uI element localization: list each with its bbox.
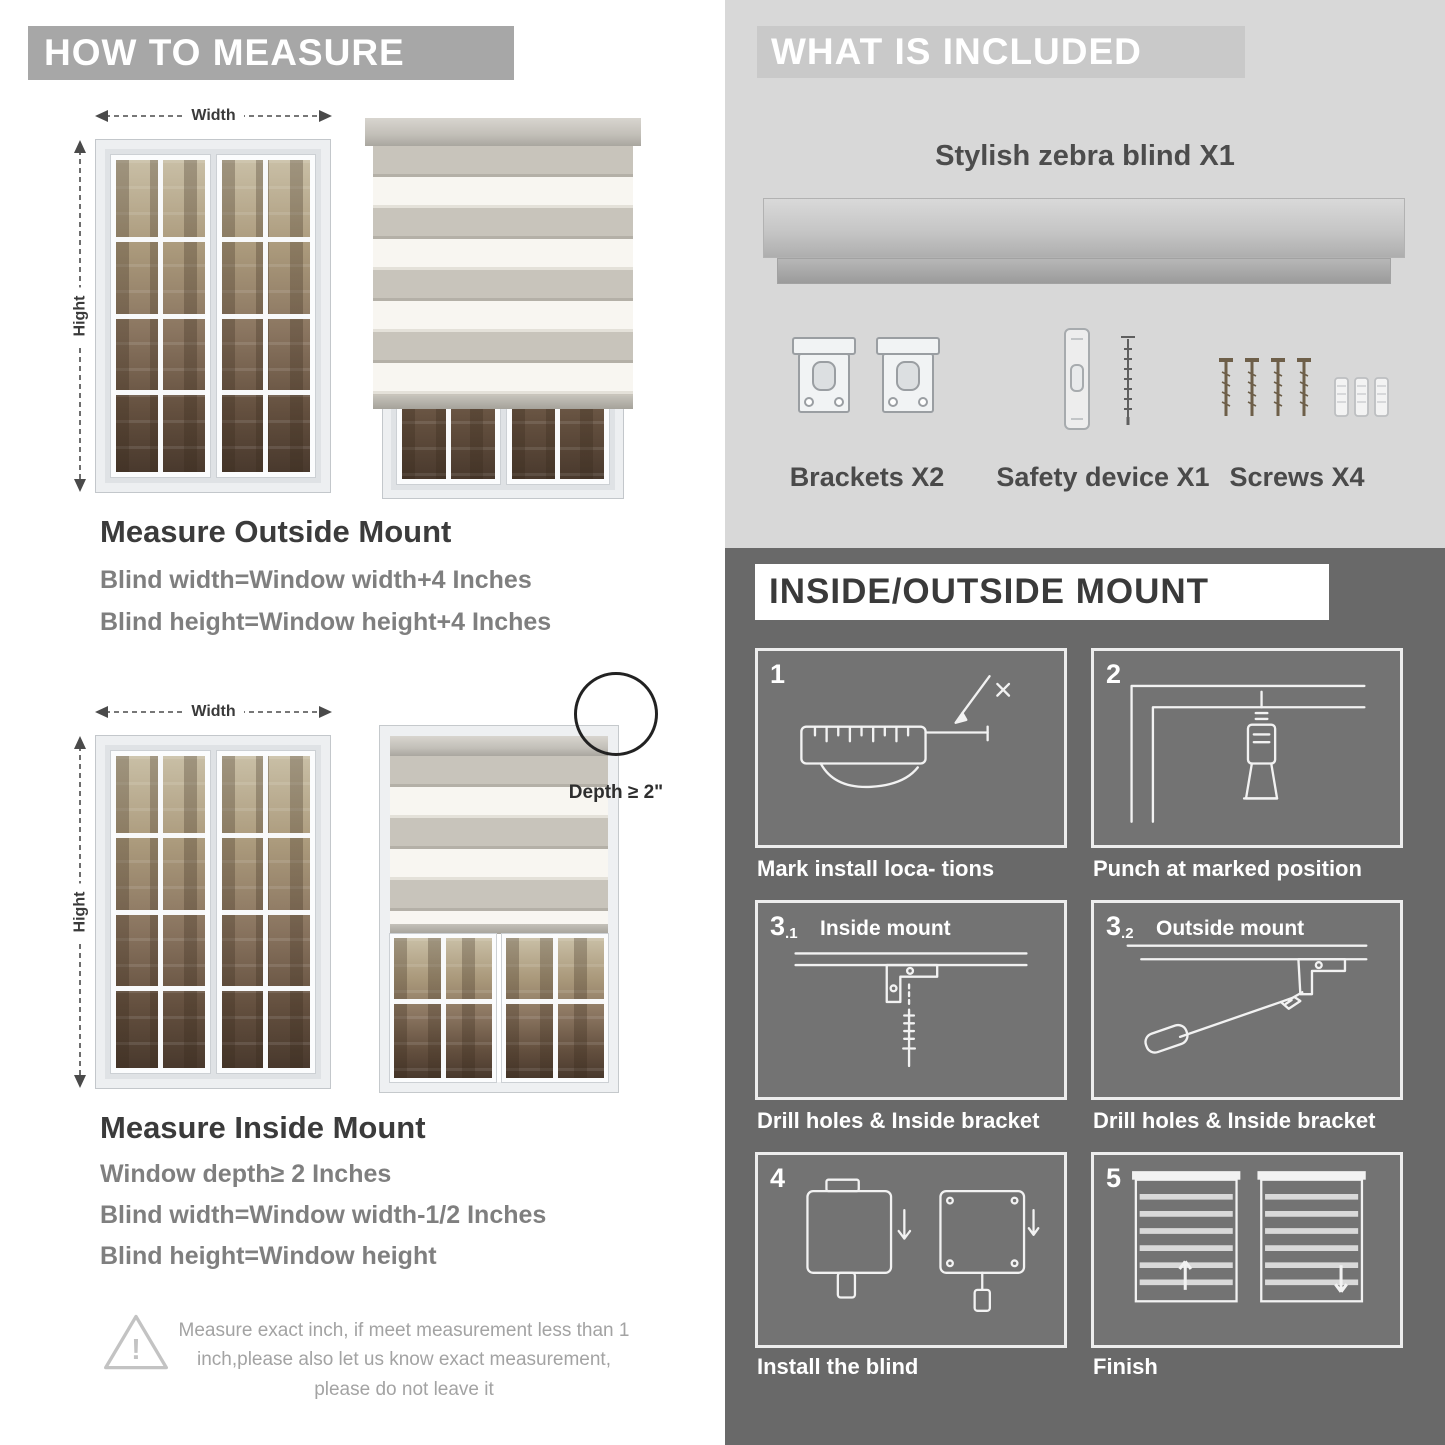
safety-device-icon [1043,325,1163,440]
step-caption: Mark install loca- tions [757,856,995,881]
step-number: 4 [770,1163,786,1193]
window-illustration-outside [95,139,331,493]
height-label: Hight [69,883,91,941]
width-label: Width [183,107,244,125]
blind-bottom-rail [390,924,608,934]
window-sashes [111,155,315,477]
headrail-valance [777,258,1391,284]
step-number: 5 [1106,1163,1122,1193]
blind-shade [390,756,608,924]
mark-location-illustration [800,675,1011,789]
mount-header: INSIDE/OUTSIDE MOUNT [755,564,1329,620]
step-caption: Punch at marked position [1093,856,1362,881]
inside-bracket-illustration [794,952,1028,1068]
width-label: Width [183,703,244,721]
step-inline-label: Outside mount [1156,917,1305,940]
window-illustration-inside [95,735,331,1089]
blind-shade [373,146,633,396]
step-box-2: 2 [1091,648,1403,848]
window-sash [216,155,315,477]
step-box-3-2: 3.2 Outside mount [1091,900,1403,1100]
inside-width-arrow: Width [95,700,332,724]
inside-mount-title: Measure Inside Mount [100,1110,426,1145]
window-sash [216,751,315,1073]
window-panes [390,934,608,1082]
what-is-included-header: WHAT IS INCLUDED [757,26,1245,78]
step-box-4: 4 [755,1152,1067,1348]
step-number: 3.1 [770,911,798,942]
zebra-blind-outside-figure [365,118,641,502]
product-label: Stylish zebra blind X1 [935,140,1235,172]
step-caption: Drill holes & Inside bracket [757,1108,1040,1133]
screws-label: Screws X4 [1229,462,1365,492]
outside-width-arrow: Width [95,104,332,128]
measure-warning-text: Measure exact inch, if meet measurement … [178,1320,630,1400]
brackets-label: Brackets X2 [789,462,945,492]
safety-device-label: Safety device X1 [996,462,1210,492]
zebra-blind-inside-figure [379,725,619,1093]
step-box-3-1: 3.1 Inside mount [755,900,1067,1100]
blind-bottom-rail [373,396,633,409]
step-box-1: 1 [755,648,1067,848]
window-sash [502,934,608,1082]
how-to-measure-header: HOW TO MEASURE [28,26,514,80]
install-blind-illustration [806,1178,1040,1312]
step-number: 1 [770,659,786,689]
step-number: 2 [1106,659,1122,689]
svg-text:!: ! [131,1334,140,1366]
headrail-illustration [763,198,1405,258]
warning-triangle-icon: ! [100,1310,172,1376]
outside-bracket-illustration [1126,944,1368,1054]
inside-height-arrow: Hight [68,736,92,1088]
outside-mount-title: Measure Outside Mount [100,514,452,549]
mount-instructions-section: INSIDE/OUTSIDE MOUNT 1 Mark install loca… [725,548,1445,1445]
step-caption: Drill holes & Inside bracket [1093,1108,1376,1133]
blind-cassette [390,736,608,756]
window-sash [111,155,210,477]
step-inline-label: Inside mount [820,917,951,940]
depth-callout-label: Depth ≥ 2" [568,782,664,803]
step-number: 3.2 [1106,911,1134,942]
step-caption: Install the blind [757,1354,919,1379]
what-is-included-section: WHAT IS INCLUDED Stylish zebra blind X1 [725,0,1445,548]
inside-formula-depth: Window depth≥ 2 Inches [100,1160,392,1188]
step-box-5: 5 [1091,1152,1403,1348]
inside-formula-width: Blind width=Window width-1/2 Inches [100,1201,547,1229]
depth-callout-circle [574,672,658,756]
window-sash [111,751,210,1073]
brackets-icon [787,330,947,435]
height-label: Hight [69,287,91,345]
outside-formula-width: Blind width=Window width+4 Inches [100,566,532,594]
outside-height-arrow: Hight [68,140,92,492]
outside-formula-height: Blind height=Window height+4 Inches [100,608,552,636]
screws-icon [1217,352,1397,440]
inside-formula-height: Blind height=Window height [100,1242,437,1270]
blind-cassette [365,118,641,146]
drill-illustration [1130,684,1366,823]
step-caption: Finish [1093,1354,1158,1379]
finished-blinds-illustration [1132,1171,1366,1303]
window-sash [390,934,496,1082]
